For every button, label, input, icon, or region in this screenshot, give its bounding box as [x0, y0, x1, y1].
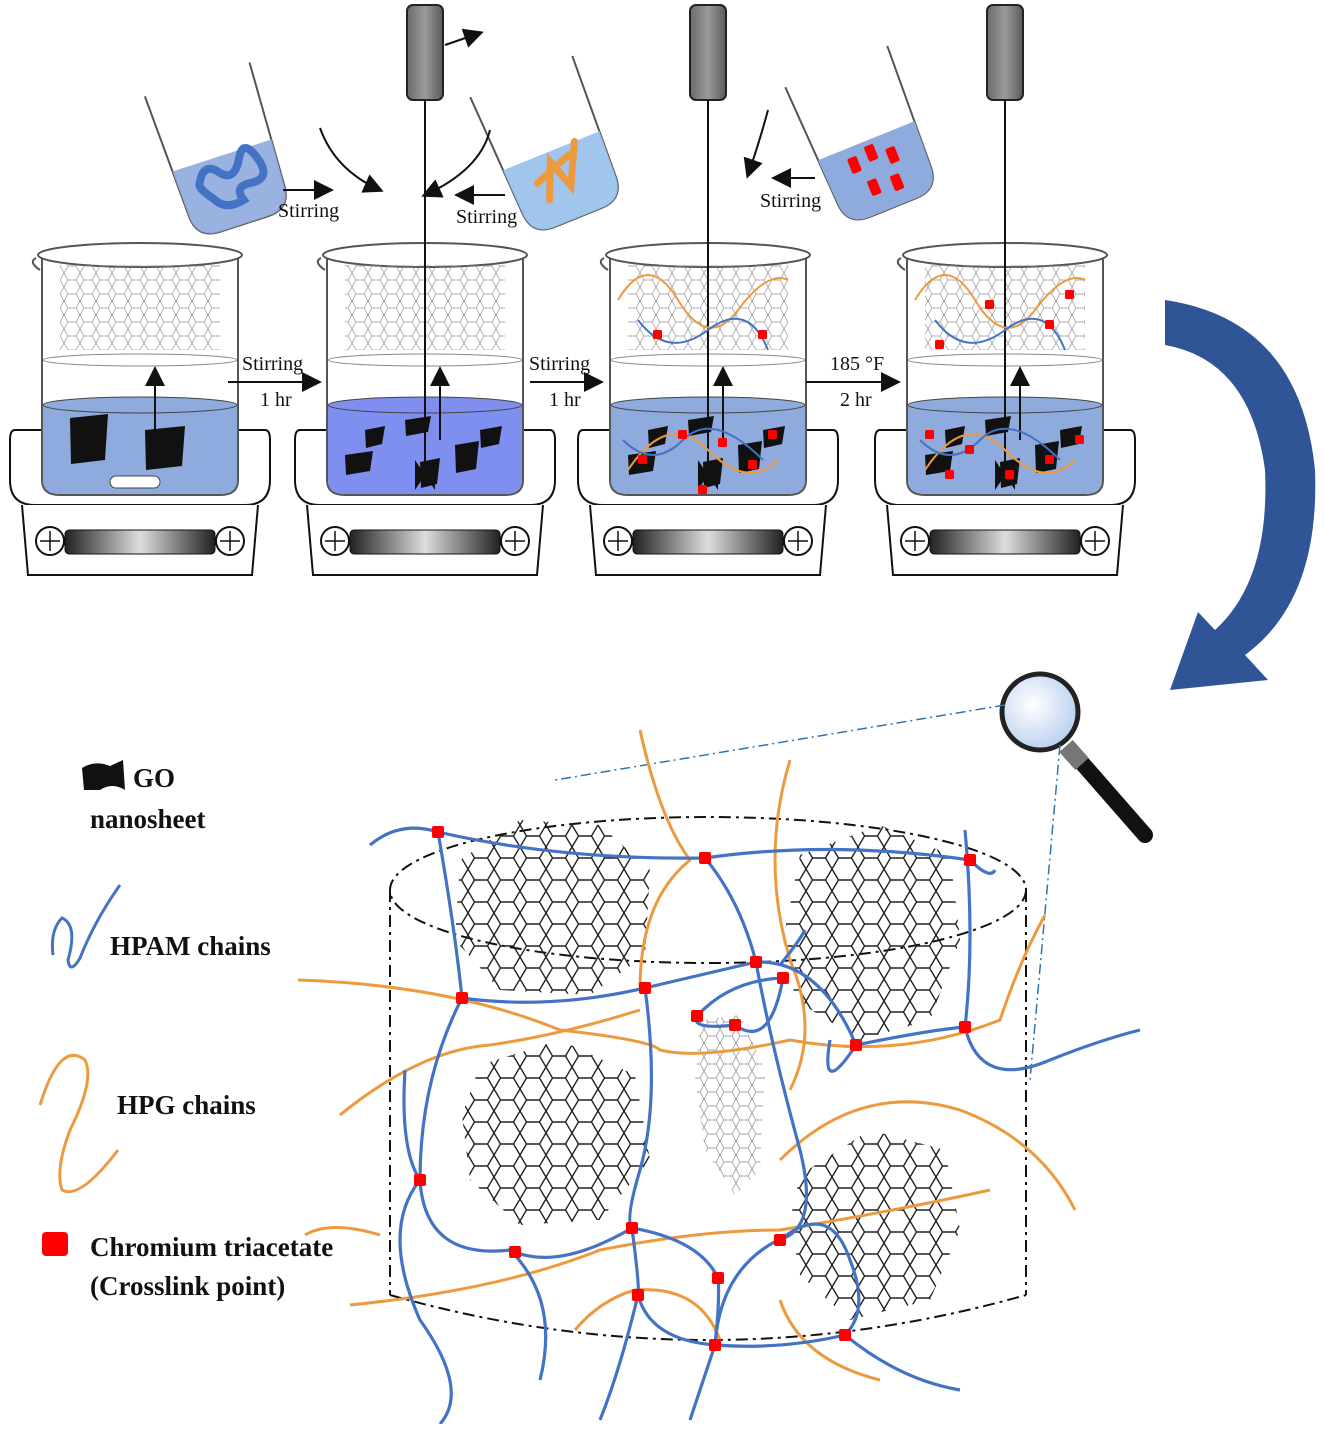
label-step1-time: 1 hr — [260, 389, 292, 411]
crosslink-point — [850, 1039, 862, 1051]
crosslink-point — [729, 1019, 741, 1031]
crosslink-point — [699, 852, 711, 864]
label-step1-stirring: Stirring — [242, 353, 303, 375]
crosslink-point — [639, 982, 651, 994]
legend-cr-line2: (Crosslink point) — [90, 1271, 285, 1301]
legend-hpam-swatch — [50, 884, 122, 969]
label-pour-stirring-1: Stirring — [278, 200, 339, 222]
stirrer-motor-icon — [406, 4, 444, 101]
crosslink-point — [626, 1222, 638, 1234]
legend-cr-line1: Chromium triacetate — [90, 1232, 333, 1262]
crosslink-point — [691, 1010, 703, 1022]
legend-go-sheet-swatch — [82, 760, 125, 790]
gel-network-closeup — [297, 729, 1141, 1426]
beaker-go-hpam-hpg — [577, 4, 839, 576]
label-step3-temperature: 185 °F — [830, 353, 884, 375]
crosslink-point — [959, 1021, 971, 1033]
pour-beaker-hpg — [469, 55, 619, 231]
crosslink-point — [777, 972, 789, 984]
legend-hpg-swatch — [38, 1053, 120, 1193]
crosslink-point — [432, 826, 444, 838]
legend: GO nanosheet HPAM chains HPG chains Chro… — [38, 760, 333, 1301]
crosslink-point — [509, 1246, 521, 1258]
label-step2-time: 1 hr — [549, 389, 581, 411]
legend-go-line2: nanosheet — [90, 804, 206, 834]
magnifier-icon — [999, 671, 1153, 843]
crosslink-point — [414, 1174, 426, 1186]
crosslink-point — [709, 1339, 721, 1351]
crosslink-point — [456, 992, 468, 1004]
crosslink-point — [839, 1329, 851, 1341]
beaker-sequence — [9, 4, 1136, 576]
stirrer-motor-icon — [986, 4, 1024, 101]
legend-hpg: HPG chains — [117, 1090, 256, 1120]
go-sheet-lattices — [455, 820, 960, 1320]
crosslink-point — [750, 956, 762, 968]
legend-hpam: HPAM chains — [110, 931, 271, 961]
crosslink-point — [632, 1289, 644, 1301]
beaker-go-hpam — [294, 4, 556, 576]
label-pour-stirring-2: Stirring — [456, 206, 517, 228]
crosslink-point — [774, 1234, 786, 1246]
pour-beaker-hpam — [143, 62, 287, 235]
big-curved-arrow — [1165, 300, 1316, 690]
pour-beaker-crosslinker — [784, 45, 934, 221]
beaker-go-dispersion — [9, 242, 271, 576]
crosslink-point — [964, 854, 976, 866]
label-pour-stirring-3: Stirring — [760, 190, 821, 212]
zoom-guide-lines — [554, 704, 1061, 1081]
legend-crosslink-swatch — [42, 1232, 68, 1256]
stirrer-motor-icon — [689, 4, 727, 101]
legend-go-line1: GO — [133, 763, 175, 793]
crosslink-point — [712, 1272, 724, 1284]
crosslink-points — [414, 826, 976, 1351]
beaker-gel — [874, 4, 1136, 576]
pour-arrows — [283, 28, 815, 205]
label-step2-stirring: Stirring — [529, 353, 590, 375]
label-step3-time: 2 hr — [840, 389, 872, 411]
